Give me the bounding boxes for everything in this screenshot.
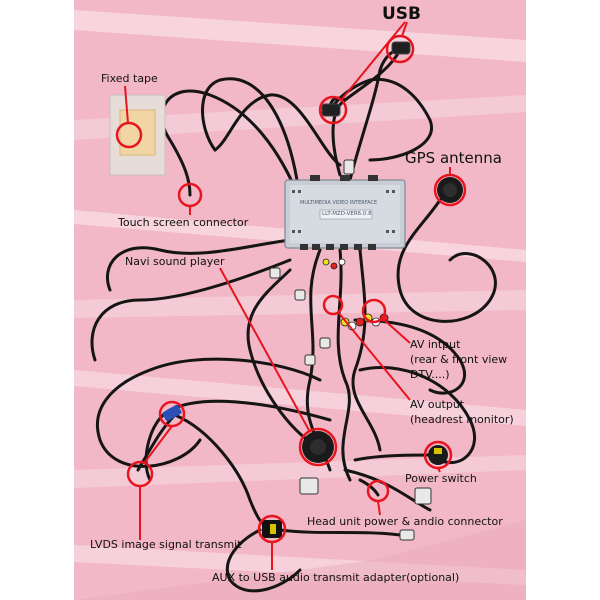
label-aux-usb: AUX to USB audio transmit adapter(option… <box>212 571 460 584</box>
label-head-unit-power: Head unit power & andio connector <box>307 515 503 528</box>
pointer-lines <box>124 21 451 570</box>
label-lvds: LVDS image signal transmit <box>90 538 242 551</box>
device-model: LLT-MZD-VER6.0.8 <box>322 211 372 217</box>
highlight-circles <box>115 34 467 544</box>
device-title: MULTIMEDIA VIDEO INTERFACE <box>300 200 378 206</box>
label-power-switch: Power switch <box>405 472 477 485</box>
label-av-output-detail: (headrest monitor) <box>410 413 514 426</box>
label-av-input-detail: (rear & front view <box>410 353 508 366</box>
label-usb: USB <box>382 4 422 24</box>
label-fixed-tape: Fixed tape <box>101 72 158 85</box>
label-av-input-detail-2: DTV....) <box>410 368 450 381</box>
interface-box <box>284 175 406 250</box>
label-av-output: AV output <box>410 398 465 411</box>
label-gps-antenna: GPS antenna <box>405 149 502 167</box>
label-touch-screen-connector: Touch screen connector <box>118 216 249 229</box>
fixed-tape-illustration <box>109 94 166 176</box>
label-av-input: AV intput <box>410 338 461 351</box>
label-navi-sound-player: Navi sound player <box>125 255 225 268</box>
